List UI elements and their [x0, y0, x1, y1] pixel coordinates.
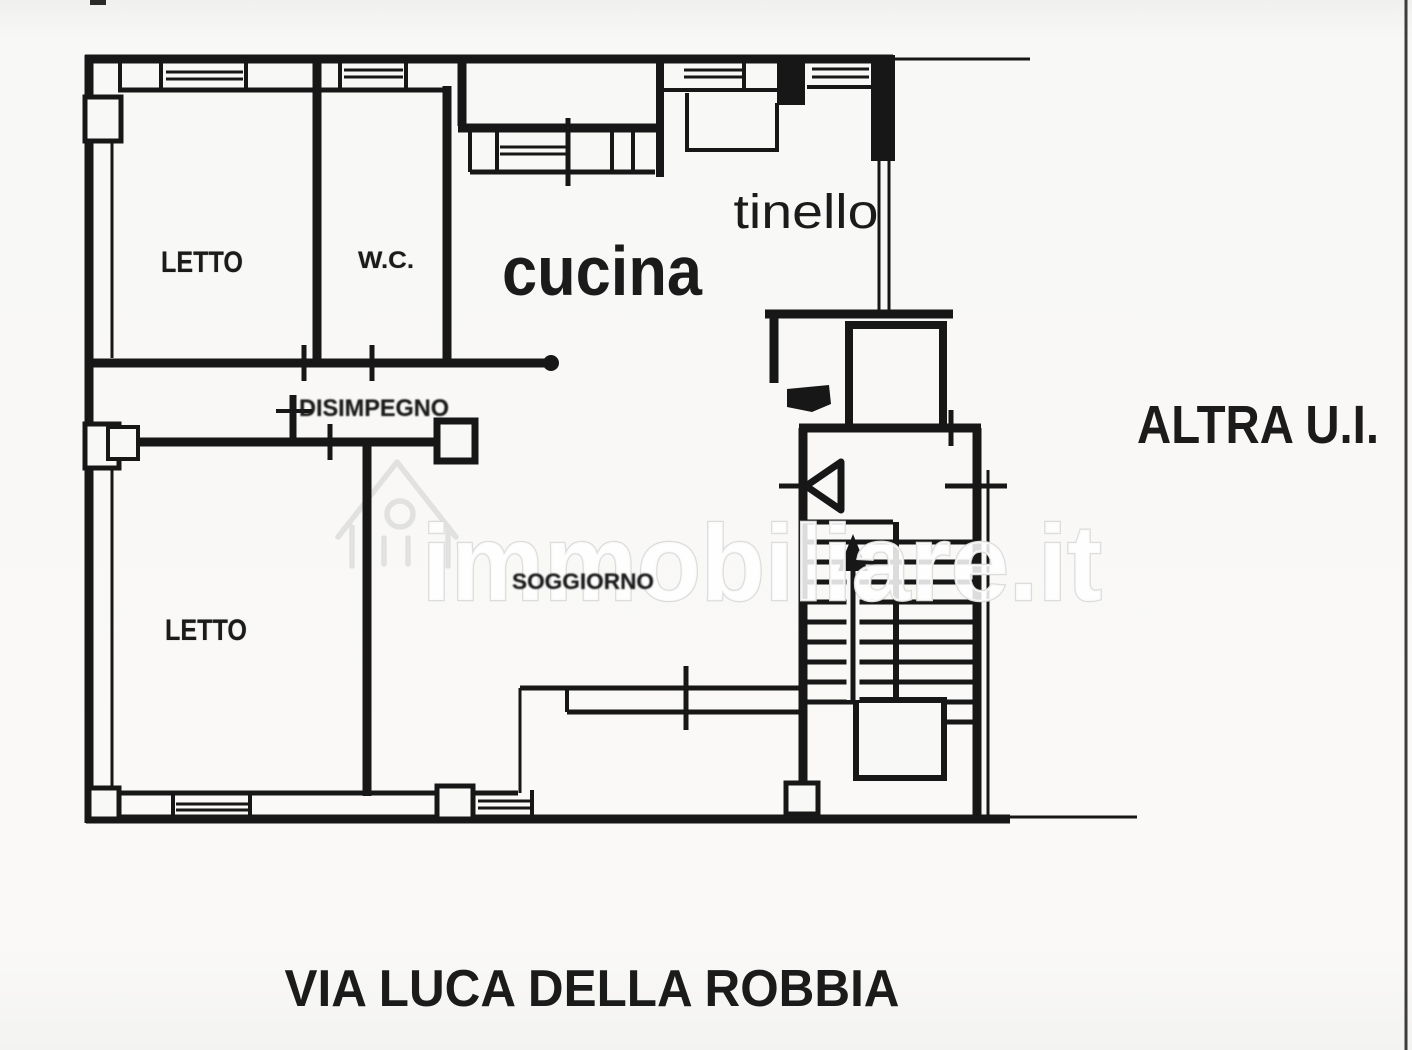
watermark-text: immobiliare.it: [422, 502, 1102, 623]
room-label-letto-top: LETTO: [161, 246, 243, 279]
street-name-caption: VIA LUCA DELLA ROBBIA: [285, 960, 900, 1018]
staircase: [779, 410, 1007, 819]
room-labels: LETTO W.C. cucina tinello DISIMPEGNO SOG…: [161, 186, 879, 647]
scan-artifacts: [90, 0, 1408, 1050]
stair-treads: [806, 519, 977, 725]
up-arrow-icon: [838, 534, 868, 571]
room-label-cucina: cucina: [502, 232, 703, 310]
room-label-soggiorno: SOGGIORNO: [512, 569, 654, 594]
room-label-disimpegno: DISIMPEGNO: [299, 395, 449, 422]
watermark-house-icon: [335, 459, 459, 569]
door-arrow-icon: [802, 458, 845, 514]
room-label-tinello: tinello: [734, 186, 879, 239]
room-label-letto-bottom: LETTO: [165, 614, 247, 647]
walls: [82, 54, 1137, 824]
other-unit-label: ALTRA U.I.: [1137, 395, 1379, 455]
room-label-wc: W.C.: [358, 247, 414, 274]
scan-speck: [90, 0, 106, 5]
